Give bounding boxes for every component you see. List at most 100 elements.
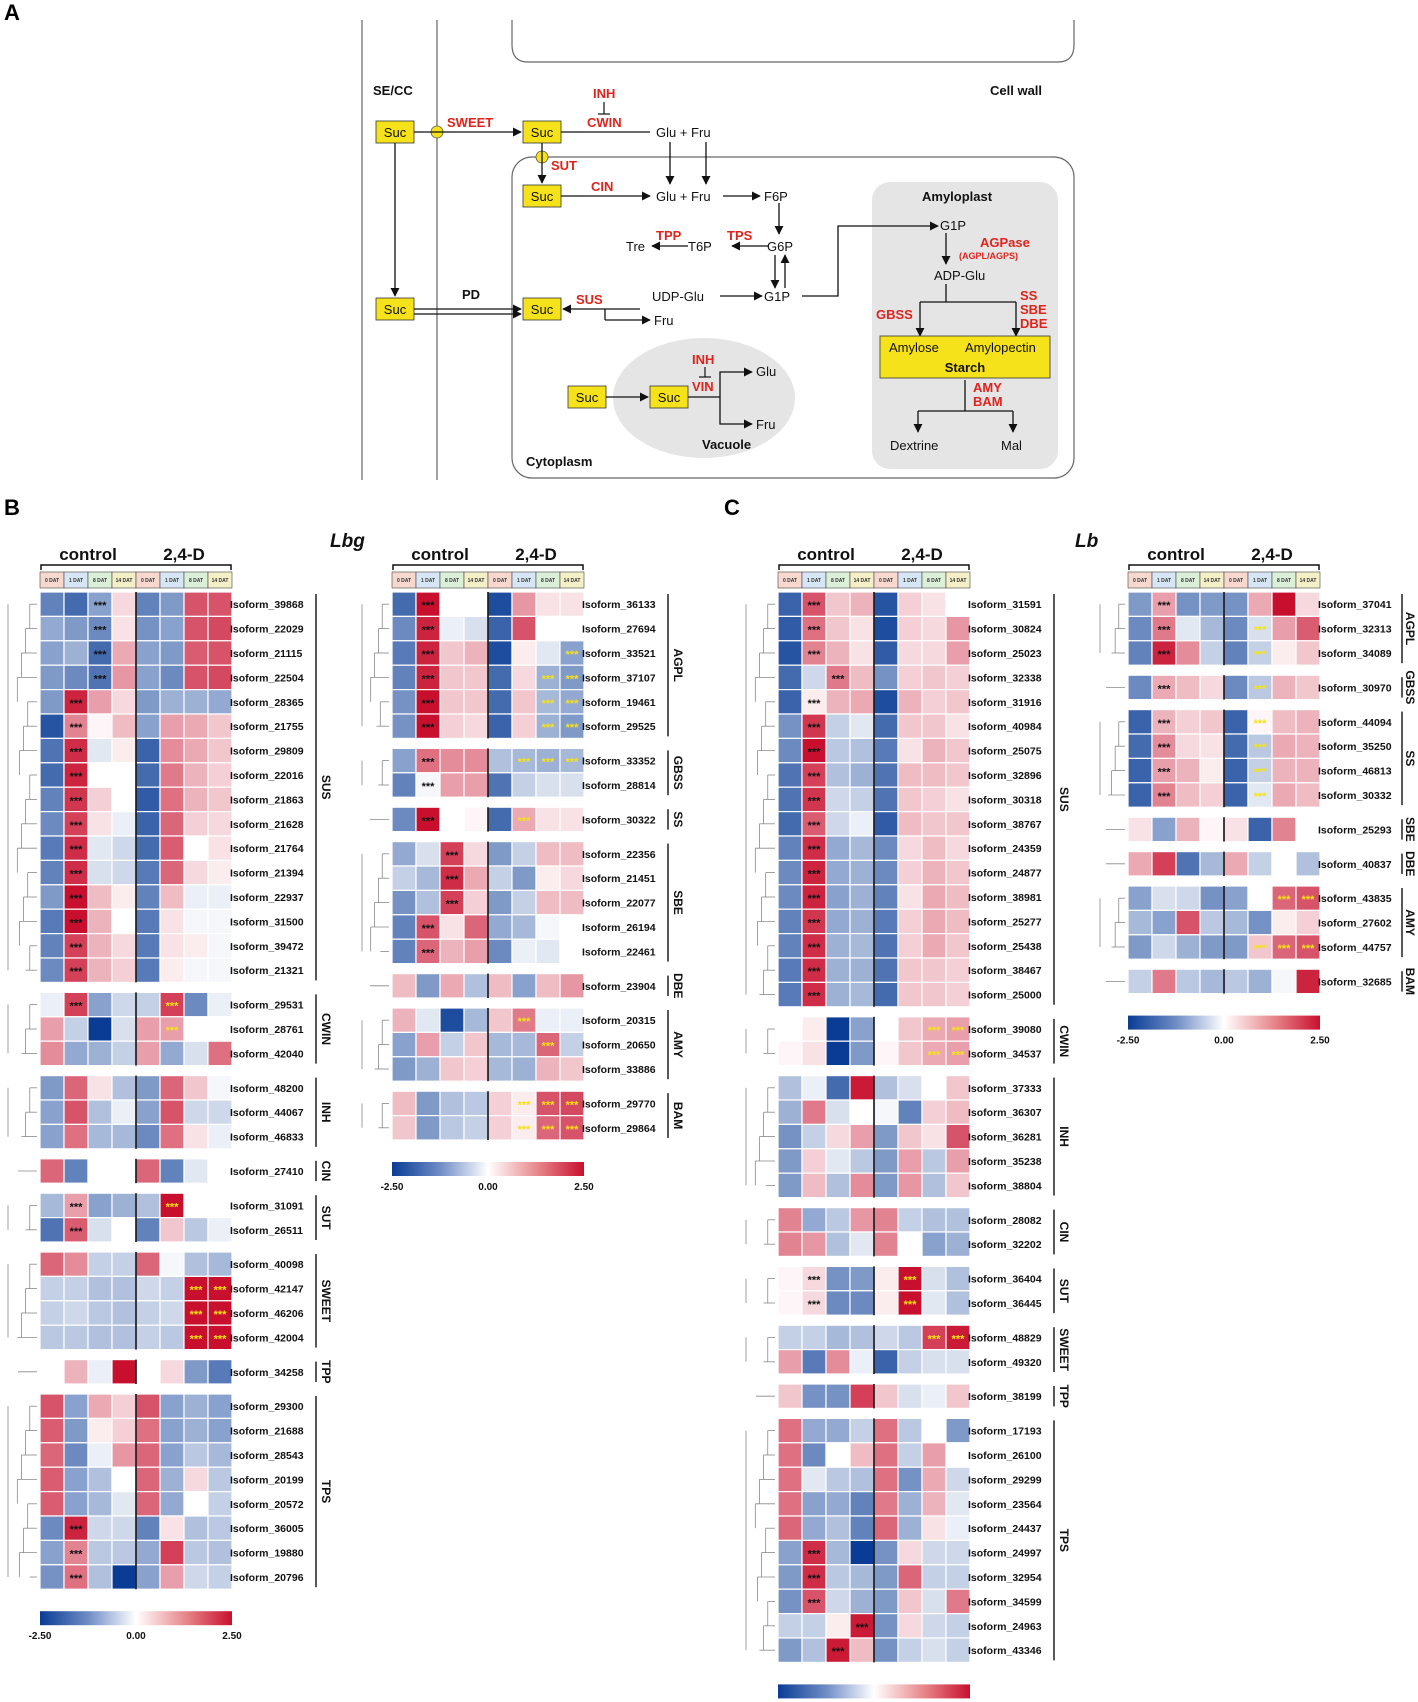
isoform-label: Isoform_34599 bbox=[968, 1596, 1042, 1608]
heatmap-cell bbox=[945, 1148, 971, 1174]
heatmap-cell bbox=[439, 747, 465, 774]
heatmap-cell bbox=[801, 1290, 827, 1316]
heatmap-cell bbox=[945, 640, 971, 666]
isoform-label: Isoform_34089 bbox=[1318, 648, 1392, 660]
condition-label-control: control bbox=[411, 545, 469, 564]
isoform-label: Isoform_21451 bbox=[582, 873, 656, 885]
heatmap-cell bbox=[825, 1383, 851, 1409]
heatmap-cell bbox=[849, 981, 875, 1008]
heatmap-cell bbox=[535, 806, 561, 833]
group-label: AMY bbox=[1403, 909, 1417, 936]
heatmap-cell bbox=[801, 1637, 827, 1663]
heatmap-cell bbox=[1151, 782, 1177, 808]
heatmap-cell bbox=[535, 889, 561, 916]
day-header-cell bbox=[207, 571, 233, 589]
heatmap-cell bbox=[825, 1515, 851, 1541]
species-lb-label: Lb bbox=[1075, 531, 1099, 552]
heatmap-cell bbox=[63, 1539, 89, 1566]
heatmap-cell bbox=[135, 932, 161, 959]
heatmap-cell bbox=[897, 1442, 923, 1468]
heatmap-cell bbox=[159, 1099, 185, 1125]
heatmap-cell bbox=[111, 1490, 137, 1517]
isoform-label: Isoform_26511 bbox=[230, 1225, 303, 1237]
heatmap-cell bbox=[801, 664, 827, 691]
heatmap-cell bbox=[559, 972, 585, 999]
significance-mark: *** bbox=[566, 757, 580, 769]
heatmap-cell bbox=[63, 1515, 89, 1541]
color-scale-bar bbox=[1128, 1015, 1320, 1030]
significance-mark: *** bbox=[1254, 625, 1268, 637]
isoform-label: Isoform_30322 bbox=[582, 814, 656, 826]
starch-box bbox=[879, 335, 1051, 379]
glu-fru-apoplast: Glu + Fru bbox=[656, 125, 711, 140]
significance-mark: *** bbox=[808, 1573, 822, 1585]
heatmap-cell bbox=[849, 615, 875, 642]
heatmap-cell bbox=[1175, 674, 1201, 701]
heatmap-cell bbox=[945, 591, 971, 617]
heatmap-cell bbox=[391, 1031, 417, 1058]
heatmap-cell bbox=[873, 1637, 899, 1663]
heatmap-cell bbox=[849, 859, 875, 886]
significance-mark: *** bbox=[70, 844, 84, 856]
significance-mark: *** bbox=[70, 698, 84, 710]
heatmap-cell bbox=[87, 991, 113, 1018]
heatmap-cell bbox=[1175, 733, 1201, 759]
significance-mark: *** bbox=[808, 795, 822, 807]
heatmap-cell bbox=[1199, 934, 1225, 960]
significance-mark: *** bbox=[70, 917, 84, 929]
heatmap-cell bbox=[39, 991, 65, 1018]
heatmap-cell bbox=[39, 957, 65, 983]
significance-mark: *** bbox=[566, 1124, 580, 1136]
heatmap-cell bbox=[921, 1172, 947, 1199]
heatmap-cell bbox=[1127, 733, 1153, 759]
heatmap-cell bbox=[1271, 934, 1297, 960]
heatmap-cell bbox=[183, 908, 209, 935]
heatmap-cell bbox=[801, 640, 827, 666]
heatmap-cell bbox=[159, 1515, 185, 1541]
isoform-label: Isoform_25023 bbox=[968, 648, 1042, 660]
enzyme-sus: SUS bbox=[576, 292, 603, 307]
suc-box-vacuole: Suc bbox=[649, 385, 689, 409]
day-header-label: 0 DAT bbox=[783, 578, 797, 584]
heatmap-cell bbox=[87, 884, 113, 910]
isoform-label: Isoform_39080 bbox=[968, 1024, 1042, 1036]
heatmap-cell bbox=[207, 1251, 233, 1277]
heatmap-cell bbox=[63, 762, 89, 788]
heatmap-cell bbox=[873, 1588, 899, 1615]
heatmap-cell bbox=[39, 1123, 65, 1150]
heatmap-cell bbox=[849, 1515, 875, 1541]
heatmap-cell bbox=[1151, 885, 1177, 911]
heatmap-cell bbox=[873, 762, 899, 788]
heatmap-cell bbox=[63, 1490, 89, 1517]
heatmap-cell bbox=[87, 1040, 113, 1067]
heatmap-cell bbox=[1223, 708, 1249, 735]
heatmap-cell bbox=[39, 1490, 65, 1517]
day-header-label: 8 DAT bbox=[927, 578, 941, 584]
heatmap-cell bbox=[415, 840, 441, 867]
heatmap-cell bbox=[87, 1515, 113, 1541]
isoform-label: Isoform_21863 bbox=[230, 794, 304, 806]
group-label: CWIN bbox=[1057, 1025, 1071, 1057]
heatmap-cell bbox=[135, 1564, 161, 1590]
heatmap-cell bbox=[159, 640, 185, 666]
heatmap-cell bbox=[825, 1324, 851, 1351]
significance-mark: *** bbox=[1254, 742, 1268, 754]
heatmap-cell bbox=[559, 889, 585, 916]
heatmap-cell bbox=[511, 1056, 537, 1082]
heatmap-cell bbox=[777, 1040, 803, 1067]
heatmap-cell bbox=[777, 615, 803, 642]
heatmap-cell bbox=[463, 772, 489, 798]
heatmap-cell bbox=[1271, 816, 1297, 843]
heatmap-cell bbox=[63, 1324, 89, 1351]
significance-mark: *** bbox=[808, 1549, 822, 1561]
isoform-label: Isoform_20572 bbox=[230, 1499, 304, 1511]
heatmap-cell bbox=[1127, 909, 1153, 936]
heatmap-cell bbox=[183, 991, 209, 1018]
heatmap-cell bbox=[39, 1324, 65, 1351]
heatmap-cell bbox=[159, 664, 185, 691]
isoform-label: Isoform_36281 bbox=[968, 1132, 1042, 1144]
color-scale-min: -2.50 bbox=[1117, 1036, 1140, 1047]
heatmap-cell bbox=[1247, 757, 1273, 784]
heatmap-cell bbox=[511, 914, 537, 940]
